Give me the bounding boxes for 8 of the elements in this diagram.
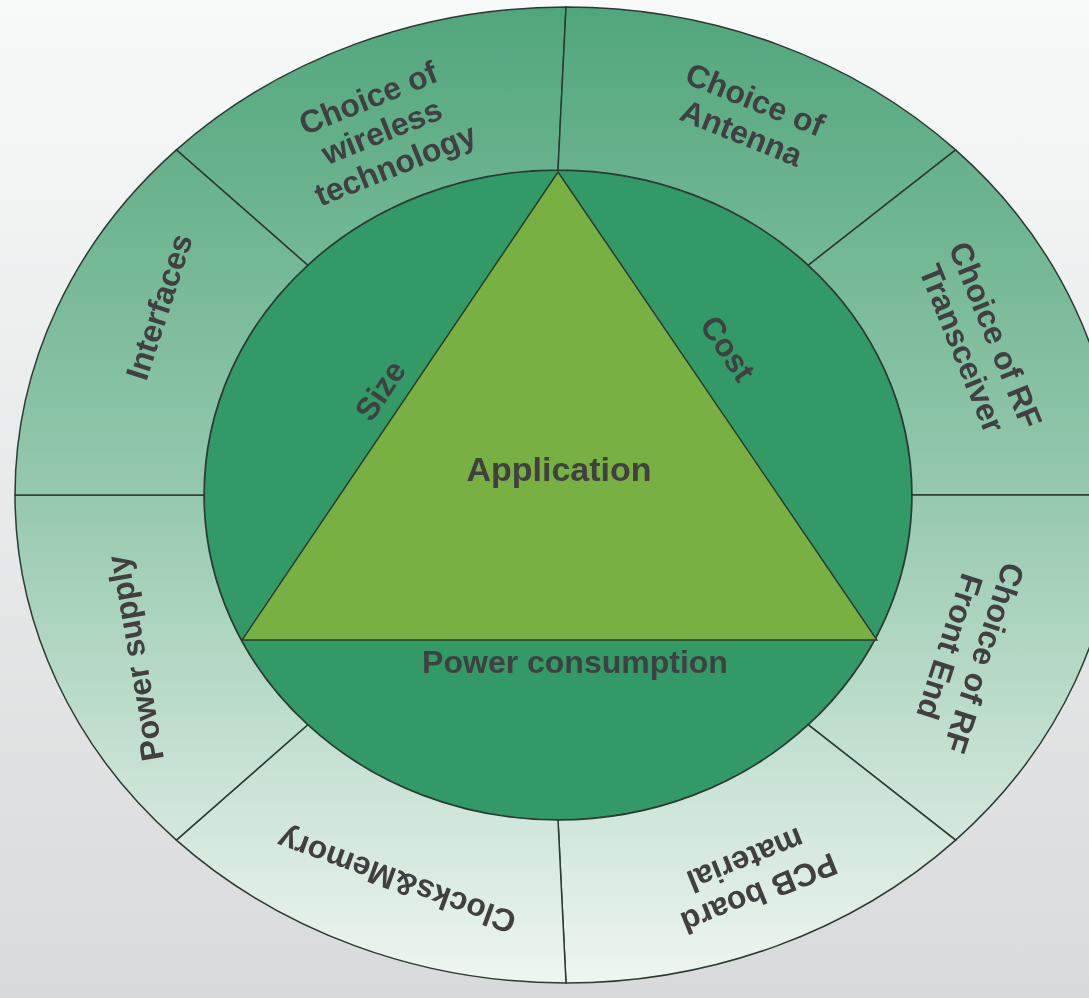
ring-segment [807,149,1089,496]
ring-segment [14,149,309,496]
segment-label: Choice of RF Front End [908,557,1033,760]
ring-segment [807,494,1089,841]
center-label: Application [466,449,652,489]
base-label: Power consumption [422,645,728,681]
ring-segment [175,724,567,984]
segment-label: Power supply [100,552,172,764]
